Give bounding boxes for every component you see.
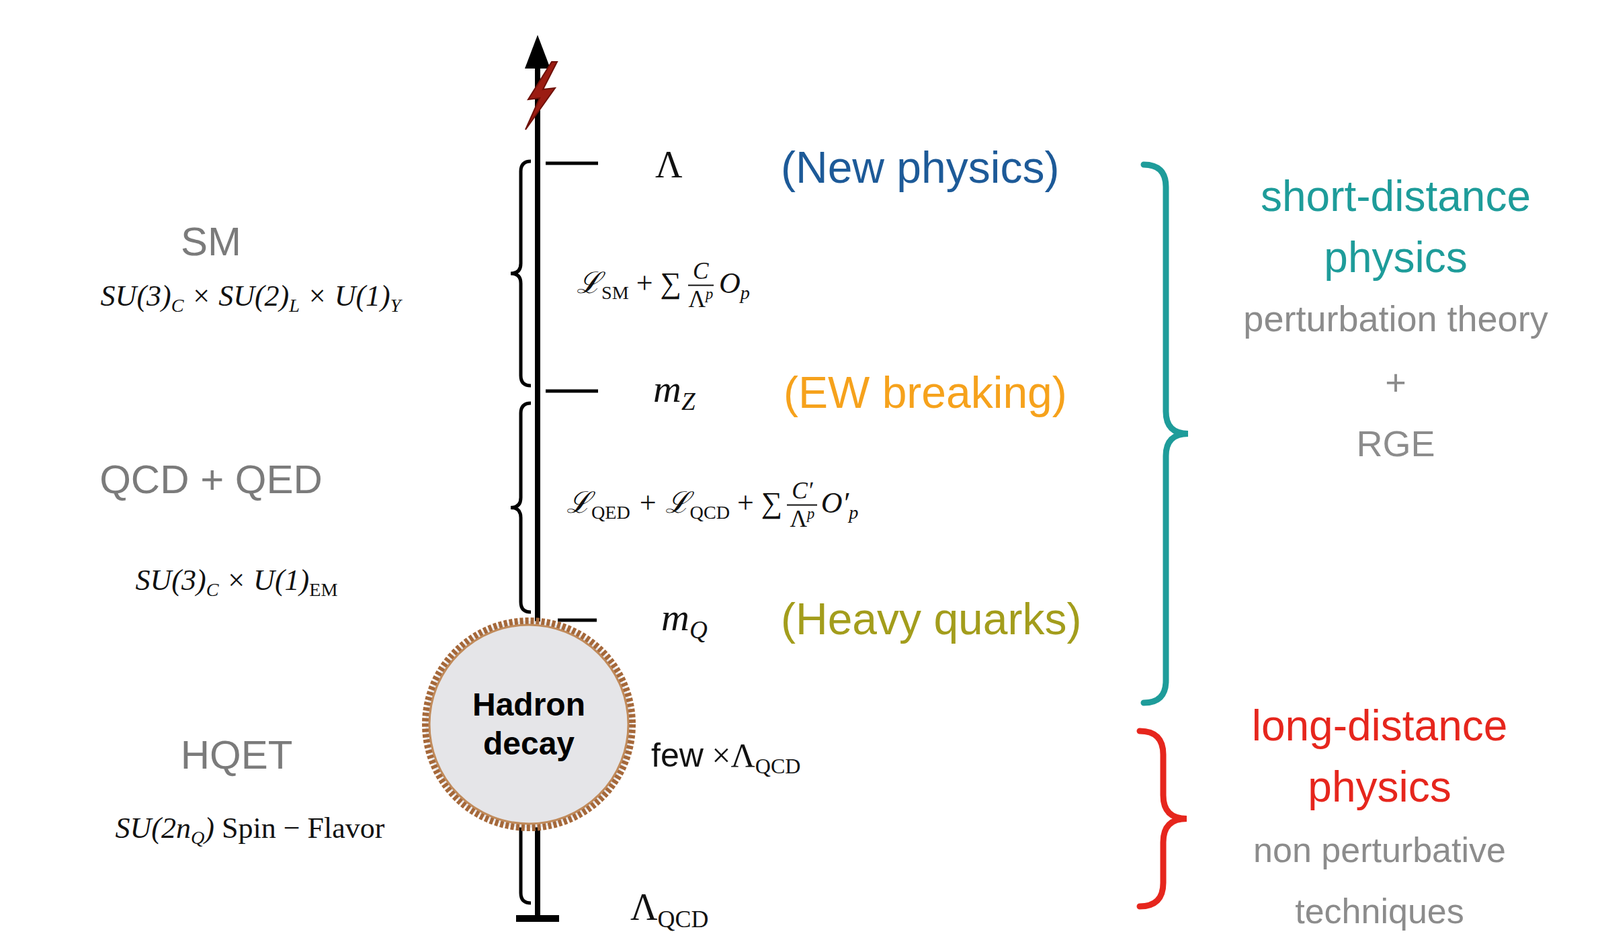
- lagrangian-text: ℒ: [566, 485, 592, 519]
- scale-symbol-text: Λ: [630, 886, 658, 929]
- method-note: +: [1384, 360, 1407, 405]
- lagrangian-text: C: [692, 258, 709, 285]
- symmetry-group-text: Spin − Flavor: [221, 811, 385, 845]
- lagrangian-text: O: [719, 266, 741, 300]
- scale-symbol: mZ: [653, 365, 696, 417]
- lagrangian-text: O′: [821, 485, 849, 519]
- lagrangian: ℒQED+ ℒQCD+ ∑C′ΛpO′p: [566, 478, 859, 533]
- theory-name: SM: [180, 217, 242, 267]
- gauge-group-text: × SU(2): [190, 279, 289, 313]
- scale-tick: [545, 161, 599, 166]
- lagrangian-text: + ∑: [737, 485, 783, 519]
- symmetry-group-text: Q: [190, 827, 205, 849]
- lagrangian-text: QCD: [690, 501, 730, 523]
- scale-tick: [545, 389, 599, 394]
- symmetry-group-text: SU(2n: [115, 811, 191, 845]
- gauge-group-text: C: [171, 295, 185, 316]
- scale-description-text: (EW breaking): [783, 367, 1068, 418]
- lagrangian: ℒSM+ ∑CΛpOp: [576, 258, 750, 314]
- axis-base: [516, 915, 560, 922]
- hadron-circle: Hadron decay: [421, 616, 637, 832]
- scale-symbol-text: Q: [689, 616, 708, 644]
- theory-name: QCD + QED: [99, 455, 323, 504]
- node-label: Hadron decay: [454, 685, 603, 763]
- lagrangian-text: p: [807, 504, 815, 522]
- lagrangian-text: p: [848, 501, 859, 523]
- symmetry-group-text: ): [204, 811, 215, 845]
- scale-symbol-text: QCD: [755, 753, 802, 779]
- regime-title-text: short-distance physics: [1260, 172, 1531, 282]
- gauge-group-text: SU(3): [100, 279, 172, 313]
- fraction: CΛp: [686, 258, 716, 314]
- regime-title-text: long-distance physics: [1251, 701, 1508, 812]
- curly-brace: [510, 161, 531, 386]
- curly-brace: [510, 403, 531, 613]
- scale-symbol-text: QCD: [657, 906, 709, 934]
- curly-brace: [1143, 164, 1189, 703]
- curly-brace: [1139, 731, 1187, 907]
- axis-arrowhead: [524, 34, 551, 69]
- scale-description: (Heavy quarks): [780, 592, 1082, 646]
- theory-name-text: HQET: [180, 732, 293, 778]
- method-note: non perturbative techniques: [1228, 819, 1531, 942]
- symmetry-group: SU(2nQ)Spin − Flavor: [115, 811, 386, 850]
- lagrangian-text: Λ: [789, 506, 808, 533]
- lagrangian-text: + ∑: [636, 266, 682, 300]
- scale-description: (EW breaking): [783, 366, 1068, 420]
- circle-shape: [425, 620, 633, 828]
- method-note: perturbation theory: [1243, 297, 1548, 341]
- scale-symbol-text: m: [661, 595, 690, 640]
- method-note-text: non perturbative techniques: [1253, 830, 1506, 931]
- regime-title: short-distance physics: [1234, 165, 1557, 289]
- scale-symbol: ΛQCD: [630, 885, 709, 935]
- gauge-group-text: EM: [309, 579, 338, 601]
- scale-symbol: few×ΛQCD: [651, 735, 801, 780]
- lagrangian-text: SM: [601, 281, 629, 303]
- numerator: C′: [786, 478, 818, 507]
- scale-symbol-text: Z: [681, 387, 696, 416]
- method-note-text: RGE: [1356, 423, 1435, 464]
- scale-symbol: mQ: [661, 594, 708, 646]
- scale-symbol-text: few: [651, 736, 704, 775]
- scale-symbol-text: ×Λ: [711, 736, 755, 775]
- scale-description: (New physics): [780, 141, 1060, 195]
- gauge-group-text: × U(1): [307, 279, 391, 313]
- gauge-group-text: L: [288, 295, 300, 316]
- circle-rim: [429, 624, 629, 824]
- scale-symbol: Λ: [655, 142, 683, 188]
- gauge-group: SU(3)C× SU(2)L × U(1)Y: [100, 278, 402, 318]
- lagrangian-text: p: [705, 284, 713, 302]
- denominator: Λp: [787, 505, 818, 533]
- circle-outline: [421, 616, 637, 832]
- theory-name-text: QCD + QED: [99, 456, 323, 502]
- scale-tick: [557, 618, 597, 623]
- numerator: C: [688, 258, 714, 287]
- method-note-text: +: [1384, 362, 1407, 403]
- gauge-group-text: C: [206, 579, 220, 601]
- scale-description-text: (Heavy quarks): [780, 594, 1082, 644]
- lagrangian-text: + ℒ: [637, 485, 691, 519]
- method-note: RGE: [1356, 422, 1435, 466]
- gauge-group: SU(3)C× U(1)EM: [135, 563, 339, 602]
- lagrangian-text: Λ: [688, 286, 706, 313]
- lagrangian-text: C′: [791, 477, 813, 504]
- gauge-group-text: × U(1): [225, 563, 310, 597]
- lagrangian-text: p: [740, 281, 750, 303]
- method-note-text: perturbation theory: [1243, 298, 1548, 339]
- theory-name: HQET: [180, 731, 293, 780]
- lagrangian-text: ℒ: [576, 266, 602, 300]
- denominator: Λp: [686, 285, 716, 313]
- regime-title: long-distance physics: [1218, 695, 1541, 818]
- scale-symbol-text: m: [653, 366, 682, 411]
- theory-name-text: SM: [180, 219, 242, 265]
- fraction: C′Λp: [786, 478, 818, 533]
- scale-description-text: (New physics): [780, 142, 1060, 193]
- scale-symbol-text: Λ: [655, 143, 683, 186]
- gauge-group-text: SU(3): [135, 563, 207, 597]
- gauge-group-text: Y: [390, 295, 402, 316]
- lagrangian-text: QED: [591, 501, 631, 523]
- lightning-symbol: [525, 61, 558, 130]
